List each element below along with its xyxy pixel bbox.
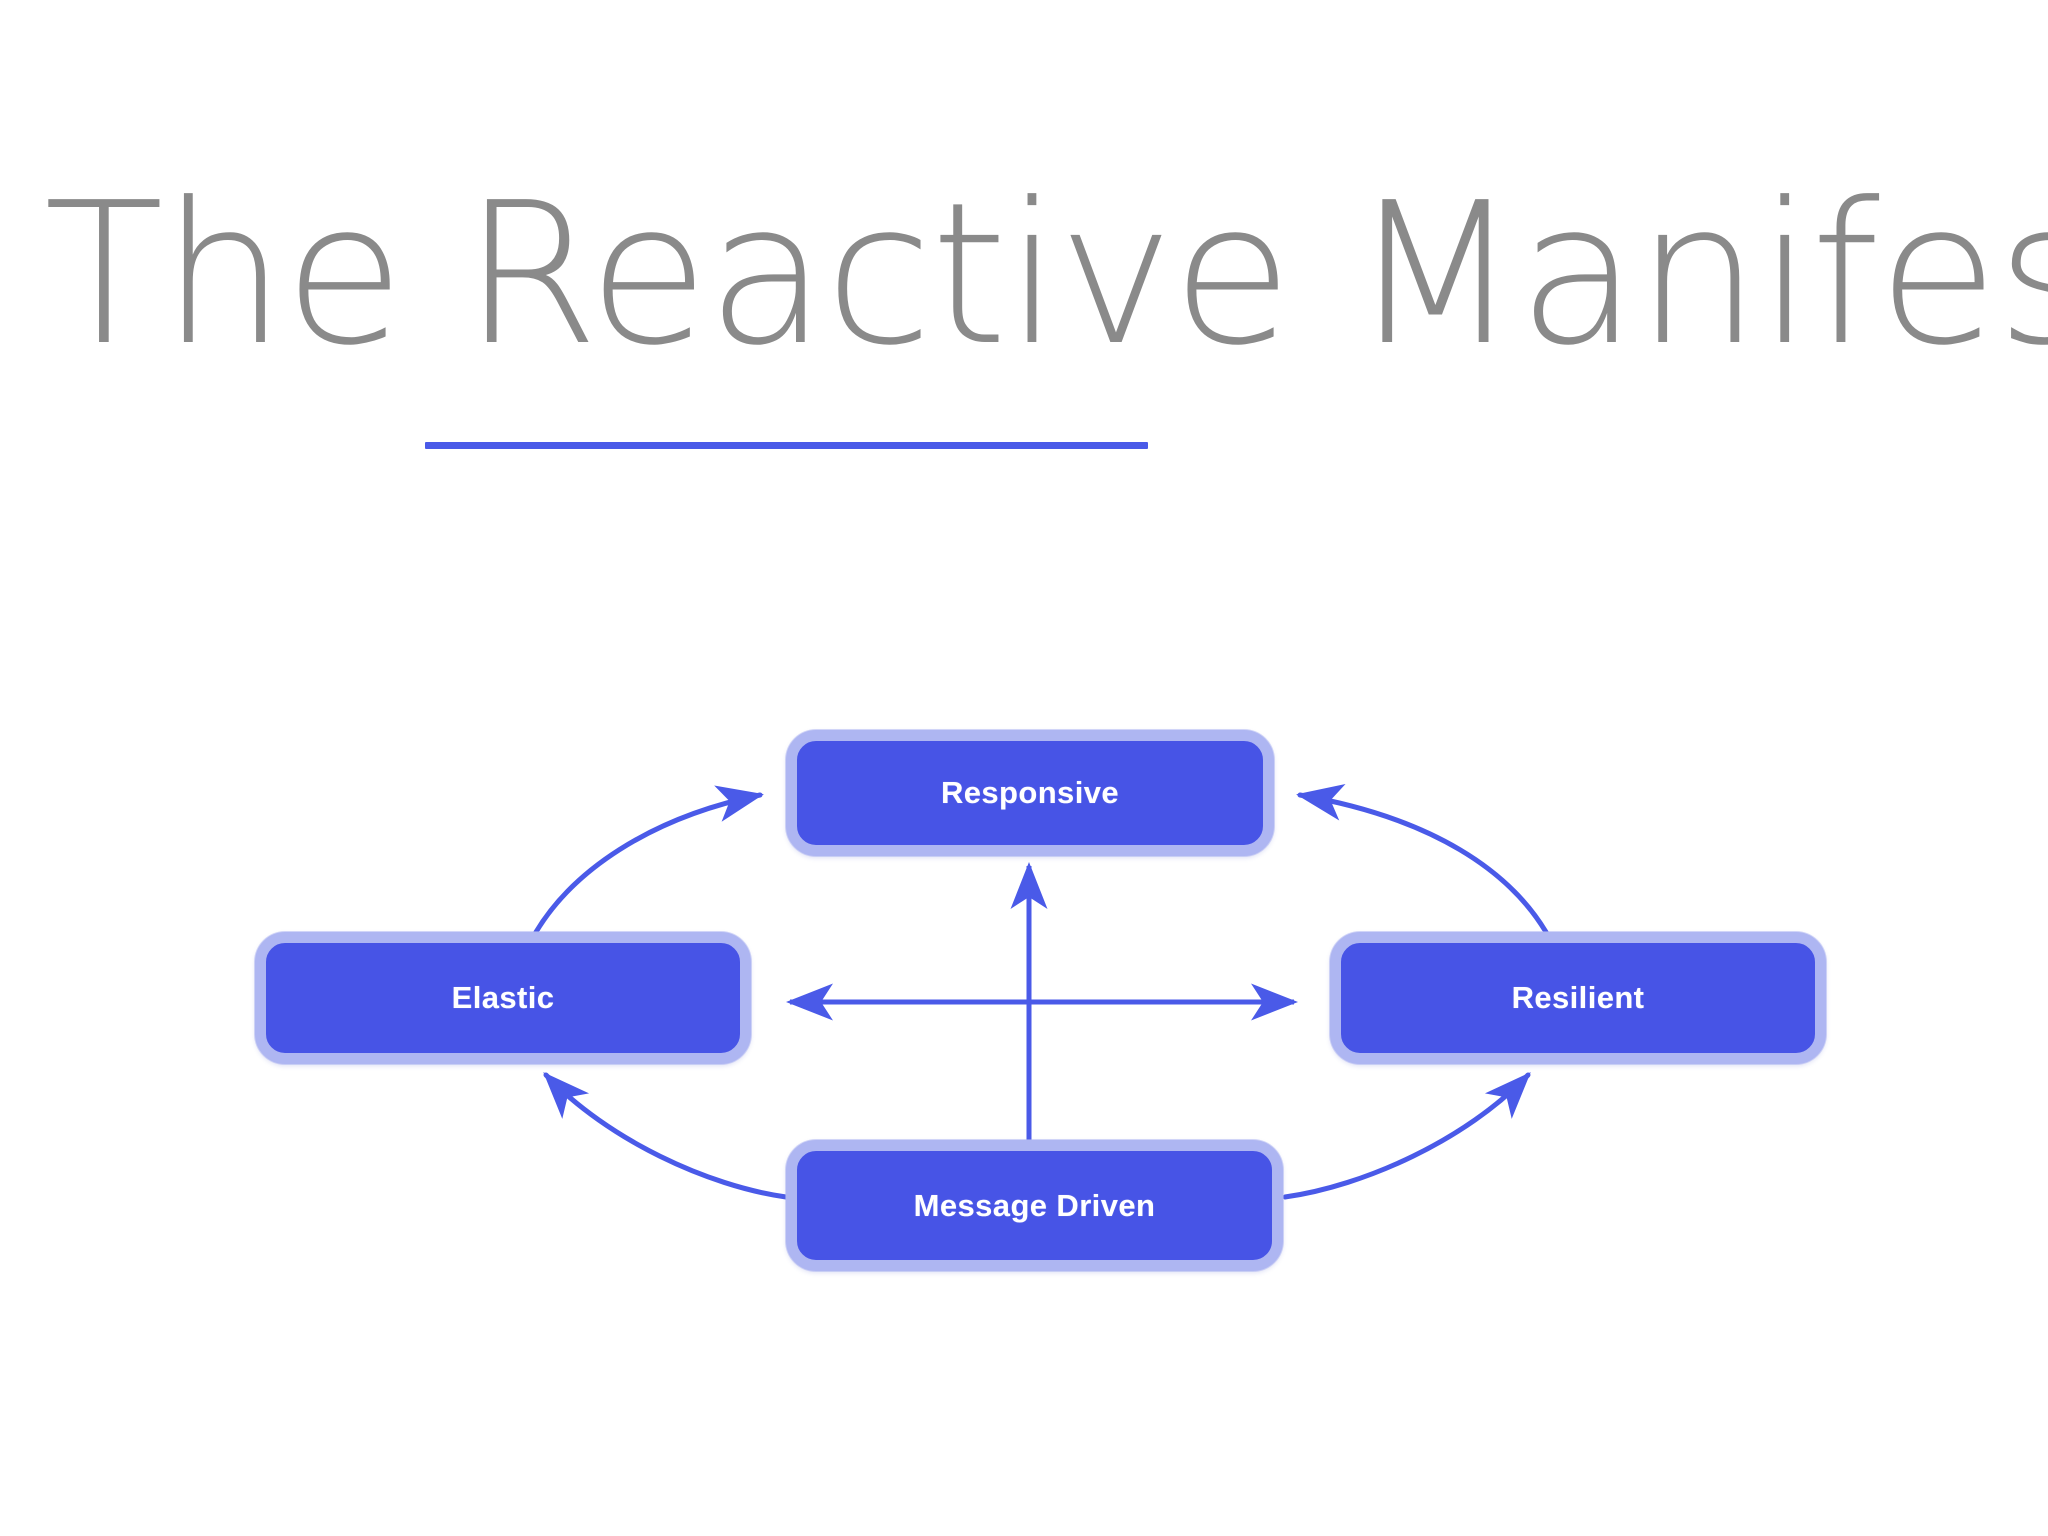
- connector-message-driven-to-elastic: [543, 1072, 789, 1200]
- connector-message-driven-to-resilient: [1282, 1072, 1531, 1200]
- node-message-driven[interactable]: Message Driven: [786, 1140, 1283, 1271]
- page-title: The Reactive Manifesto: [44, 161, 2048, 389]
- node-resilient-label: Resilient: [1511, 980, 1645, 1015]
- node-responsive-label: Responsive: [940, 775, 1119, 810]
- title-underline-rule: [425, 442, 1148, 449]
- title-block: The Reactive Manifesto: [0, 150, 2048, 480]
- node-responsive[interactable]: Responsive: [786, 730, 1274, 856]
- node-elastic-label: Elastic: [451, 980, 555, 1015]
- node-elastic[interactable]: Elastic: [255, 932, 751, 1064]
- node-resilient[interactable]: Resilient: [1330, 932, 1826, 1064]
- node-message-driven-label: Message Driven: [913, 1187, 1156, 1223]
- connector-resilient-to-responsive: [1296, 784, 1549, 935]
- connector-elastic-to-responsive: [533, 785, 764, 935]
